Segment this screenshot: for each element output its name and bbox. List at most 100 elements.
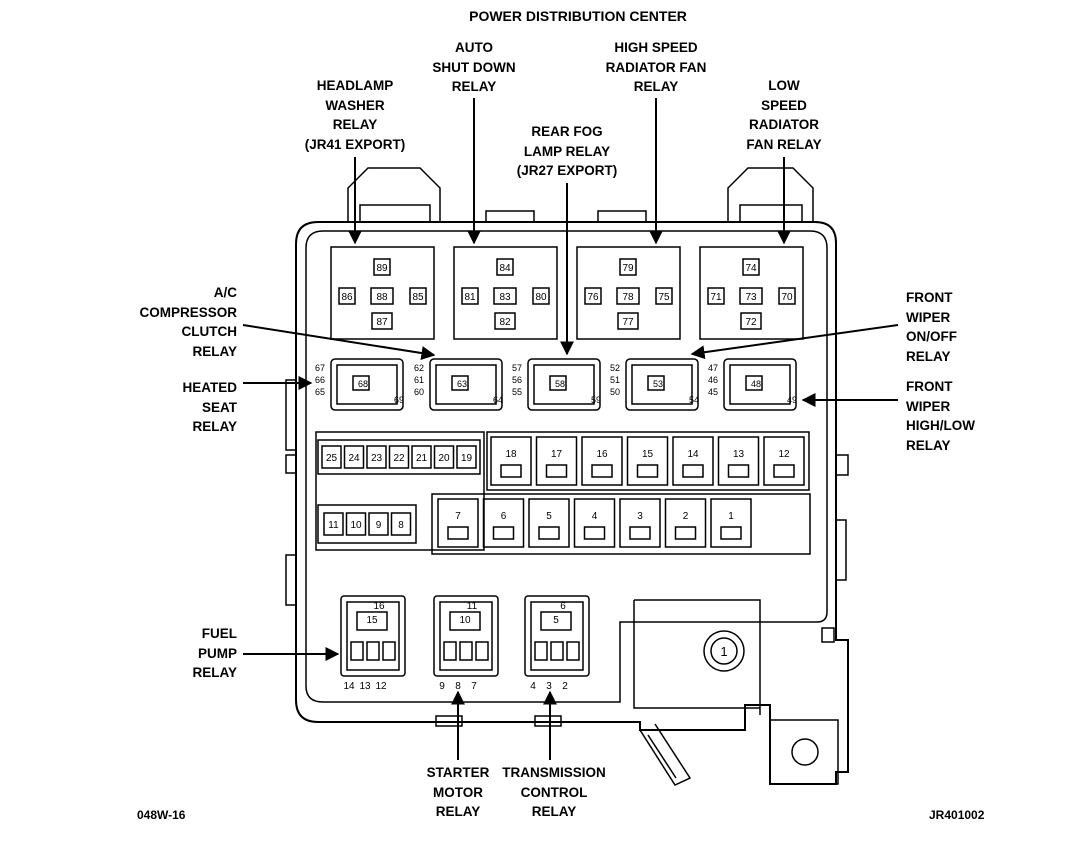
terminal-label-center: 88	[376, 292, 388, 303]
terminal-pad	[742, 258, 760, 276]
terminal-label: 66	[315, 375, 325, 385]
fuse-label: 15	[642, 449, 654, 460]
terminal-pad	[616, 287, 640, 305]
terminal-label-center: 5	[553, 615, 559, 626]
fuse-outline	[535, 436, 578, 486]
terminal-pad	[370, 287, 394, 305]
terminal-pad	[338, 287, 356, 305]
fuse-outline	[456, 445, 477, 469]
mini-fuse: 22	[388, 445, 410, 469]
fuse-outline	[573, 498, 616, 548]
terminal-label-bottom: 9	[439, 681, 445, 692]
terminal-pad	[619, 258, 637, 276]
terminal-pad	[707, 287, 725, 305]
relay-socket-outline	[453, 246, 558, 340]
mini-fuse: 11	[323, 512, 344, 536]
terminal-label-corner: 69	[394, 395, 404, 405]
terminal-label-left: 76	[587, 292, 599, 303]
terminal-label: 51	[610, 375, 620, 385]
terminal-pad	[409, 287, 427, 305]
fuse-label: 17	[551, 449, 563, 460]
cartridge-fuse: 12	[763, 436, 805, 486]
fuse-terminal	[538, 526, 560, 540]
fuse-outline	[710, 498, 752, 548]
fuse-label: 23	[371, 453, 383, 464]
terminal-pad	[371, 312, 393, 330]
fuse-terminal	[674, 526, 697, 540]
relay-socket-outline	[429, 358, 503, 411]
terminal-pad	[647, 375, 665, 391]
relay-socket-outline	[330, 358, 404, 411]
relay-socket-inner	[533, 364, 595, 405]
fuse-terminal	[500, 464, 522, 478]
relay-socket-inner	[336, 364, 398, 405]
terminal-label-bottom: 87	[376, 317, 388, 328]
relay-socket-outline	[340, 595, 406, 677]
terminal-pad	[451, 375, 469, 391]
fuse-terminal	[727, 464, 750, 478]
fuse-outline	[717, 436, 760, 486]
relay-socket-inner	[346, 601, 400, 671]
cartridge-fuse: 1	[710, 498, 752, 548]
relay-socket-outline	[527, 358, 601, 411]
terminal-pad	[739, 287, 763, 305]
fuse-label: 11	[328, 520, 339, 531]
cartridge-fuse: 6	[482, 498, 525, 548]
terminal-label: 62	[414, 363, 424, 373]
terminal-label-bottom: 72	[745, 317, 757, 328]
fuse-label: 5	[546, 511, 552, 522]
terminal-label-top: 74	[745, 263, 757, 274]
callout-fuel-pump-relay: FUEL PUMP RELAY	[192, 626, 237, 680]
mini-fuse: 20	[433, 445, 455, 469]
fuse-label: 12	[778, 449, 790, 460]
terminal-pad	[493, 287, 517, 305]
terminal-label-corner: 49	[787, 395, 797, 405]
terminal-label-top: 84	[499, 263, 511, 274]
fuse-outline	[482, 498, 525, 548]
fuse-terminal	[583, 526, 606, 540]
cartridge-fuse: 7	[437, 498, 479, 548]
terminal-label-center: 83	[499, 292, 511, 303]
terminal-label-right: 80	[535, 292, 547, 303]
fuse-outline	[345, 512, 367, 536]
relay-socket-inner	[631, 364, 693, 405]
terminal-pad	[550, 641, 564, 661]
fuse-label: 20	[438, 453, 450, 464]
fuse-outline	[626, 436, 669, 486]
mini-fuse: 21	[411, 445, 432, 469]
relay-socket-outline	[524, 595, 590, 677]
terminal-pad	[566, 641, 580, 661]
mini-fuse: 8	[390, 512, 412, 536]
cartridge-fuse: 13	[717, 436, 760, 486]
fuse-outline	[437, 498, 479, 548]
terminal-label-corner: 64	[493, 395, 503, 405]
fuse-terminal	[773, 464, 795, 478]
callout-auto-shut-down-relay: AUTO SHUT DOWN RELAY	[432, 40, 516, 94]
fuse-outline	[321, 445, 342, 469]
terminal-label-top: 11	[467, 601, 478, 612]
fuse-label: 24	[348, 453, 360, 464]
terminal-label-top: 6	[560, 601, 566, 612]
fuse-label: 4	[592, 511, 598, 522]
fuse-label: 13	[733, 449, 745, 460]
terminal-label: 52	[610, 363, 620, 373]
terminal-label-center: 58	[555, 379, 565, 389]
terminal-label-center: 78	[622, 292, 634, 303]
terminal-label: 55	[512, 387, 522, 397]
terminal-label: 47	[708, 363, 718, 373]
terminal-pad	[532, 287, 550, 305]
terminal-pad	[352, 375, 370, 391]
terminal-label: 50	[610, 387, 620, 397]
terminal-label-bottom: 7	[471, 681, 477, 692]
terminal-label-right: 75	[658, 292, 670, 303]
